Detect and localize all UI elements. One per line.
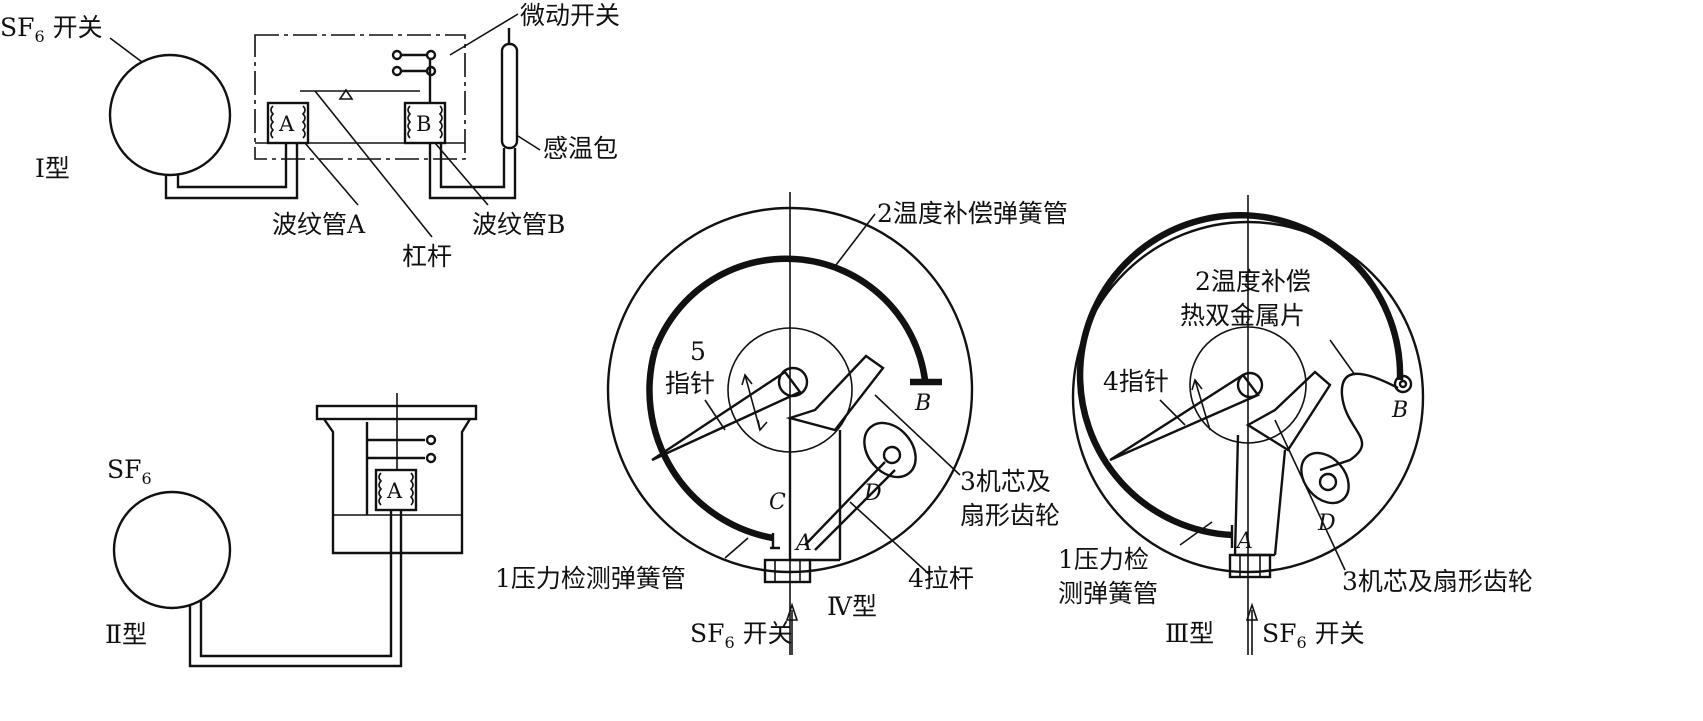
micro-switch-label: 微动开关 (520, 1, 620, 30)
gauge-4-pull-rod-label: 4拉杆 (908, 564, 974, 593)
gauge-4-temp-tube (651, 255, 929, 381)
gauge-4-core-label-2: 扇形齿轮 (960, 501, 1060, 530)
micro-switch (391, 49, 437, 103)
sf6-switch-tank-1 (108, 53, 232, 177)
gauge-4-pointer-number: 5 (690, 337, 706, 366)
type-2-label: Ⅱ型 (105, 620, 147, 649)
bellows-a-box-2 (374, 468, 418, 512)
type-4-gauge: 2温度补偿弹簧管 B 5 指针 C A D 3机芯及 扇形齿轮 4拉杆 1压力检… (495, 192, 1068, 655)
sf6-switch-label-1: SF6 开关 (0, 13, 103, 46)
bellows-a-letter-2: A (386, 479, 403, 503)
gauge-3-point-b: B (1391, 398, 1408, 423)
gauge-3-core-label: 3机芯及扇形齿轮 (1342, 567, 1533, 596)
gauge-3-pressure-label-1: 1压力检 (1058, 545, 1149, 574)
temp-bulb (500, 42, 519, 150)
bellows-b-box (403, 101, 447, 145)
gauge-3-point-a: A (1235, 529, 1253, 554)
gauge-4-pointer (651, 370, 802, 462)
gauge-4-type-label: Ⅳ型 (827, 592, 877, 621)
gauge-3-temp-label-2: 热双金属片 (1180, 301, 1305, 330)
relay-housing-2 (323, 418, 472, 555)
gauge-3-temp-label-1: 2温度补偿 (1195, 267, 1311, 296)
type-1-label: Ⅰ型 (35, 154, 70, 183)
bellows-a-box (266, 101, 310, 145)
gauge-3-pressure-tube (1076, 212, 1404, 539)
gauge-3-pointer-label: 4指针 (1103, 367, 1169, 396)
gauge-3-point-d: D (1317, 511, 1336, 536)
gauge-4-point-a: A (794, 531, 812, 556)
gauge-4-point-c: C (769, 490, 786, 515)
gauge-4-temp-tube-label: 2温度补偿弹簧管 (877, 199, 1068, 228)
gauge-4-point-b: B (914, 391, 931, 416)
temp-bulb-label: 感温包 (543, 134, 618, 163)
gauge-3-pressure-label-2: 测弹簧管 (1058, 579, 1158, 608)
gauge-4-core-label-1: 3机芯及 (960, 467, 1051, 496)
gauge-4-pointer-label: 指针 (665, 369, 715, 398)
gauge-4-sf6-label: SF6 开关 (690, 619, 793, 652)
gauge-4-sector-gear (785, 354, 885, 432)
bellows-b-letter: B (416, 112, 431, 136)
type-3-gauge: B 2温度补偿 热双金属片 4指针 A D 1压力检 测弹簧管 3机芯及扇形齿轮… (1058, 195, 1533, 655)
bellows-a-letter: A (278, 112, 295, 136)
bellows-a-label: 波纹管A (272, 210, 366, 239)
gauge-3-sector-gear (1245, 370, 1332, 452)
type-1-diagram: SF6 开关 Ⅰ型 微动开关 A B (0, 1, 620, 271)
relay-housing-1 (254, 34, 466, 160)
lever-label: 杠杆 (402, 242, 452, 271)
gauge-4-point-d: D (863, 481, 882, 506)
gauge-3-type-label: Ⅲ型 (1165, 619, 1214, 648)
gauge-4-pressure-label: 1压力检测弹簧管 (495, 564, 686, 593)
gauge-4-pressure-tube (646, 349, 774, 542)
bellows-b-label: 波纹管B (472, 210, 565, 239)
sf6-tank-2 (112, 490, 232, 610)
sf6-label-2: SF6 (107, 455, 152, 488)
gauge-3-sf6-label: SF6 开关 (1262, 619, 1365, 652)
type-2-diagram: SF6 Ⅱ型 A (105, 393, 478, 668)
